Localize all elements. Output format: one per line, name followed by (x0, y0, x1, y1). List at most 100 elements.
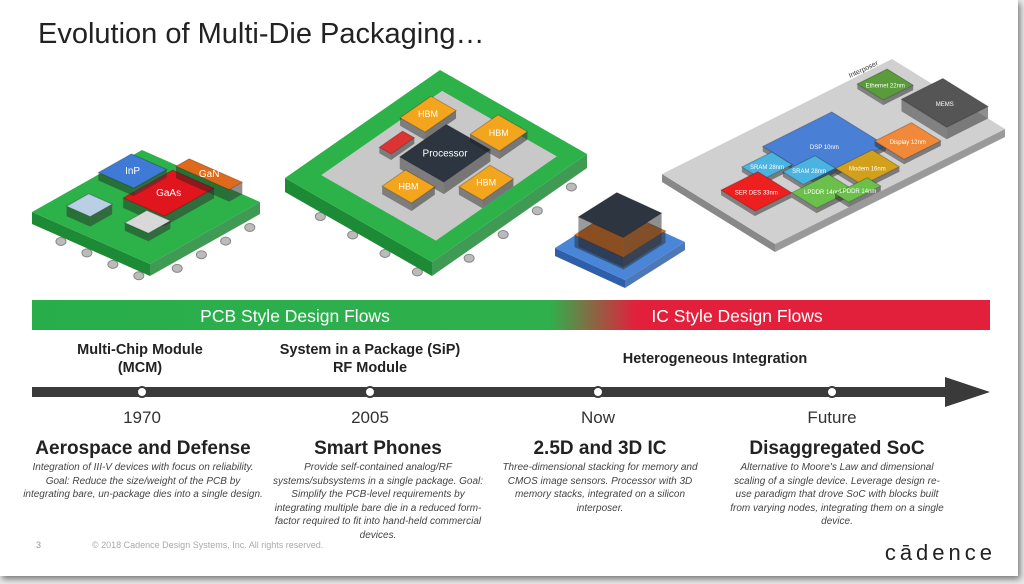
year-2005: 2005 (351, 408, 389, 427)
copyright: © 2018 Cadence Design Systems, Inc. All … (92, 540, 324, 550)
ic-flow-label: IC Style Design Flows (651, 306, 823, 326)
section-desc-25d3dic: Three-dimensional stacking for memory an… (502, 462, 698, 514)
chip-ser-des-33nm-side (754, 192, 792, 217)
chip-hbm-side (458, 186, 483, 209)
chip-lpddr-14nm-label: LPDDR 14nm (839, 189, 876, 195)
stack-top-die-side (578, 216, 624, 268)
chip-mems-side (946, 106, 989, 140)
solder-ball (497, 229, 509, 239)
capacitor-side (379, 147, 392, 160)
chip-dsp-10nm-label: DSP 10nm (810, 145, 839, 151)
solder-ball (379, 248, 391, 258)
chip-gan-side (229, 182, 243, 202)
solder-ball (81, 248, 93, 258)
section-title-25d3dic: 2.5D and 3D IC (533, 438, 667, 459)
stack-top-die-side (623, 213, 662, 268)
solder-ball (55, 236, 67, 246)
capacitor-side (148, 220, 171, 242)
timeline-dot-now (592, 386, 604, 398)
era-mcm: Multi-Chip Module (MCM) (77, 342, 203, 376)
capacitor (65, 193, 114, 218)
chip-hbm-label: HBM (476, 178, 496, 188)
chip-gaas-label: GaAs (156, 188, 181, 199)
chip-mems-label: MEMS (936, 102, 954, 108)
stack-layer-side (574, 235, 624, 270)
solder-ball (463, 253, 475, 263)
chip-display-12nm-side (904, 140, 941, 165)
solder-ball (347, 230, 359, 240)
capacitor-side (391, 137, 415, 160)
chip-hbm (381, 169, 436, 204)
page-number: 3 (36, 540, 42, 550)
board-edge (775, 129, 1005, 252)
chip-inp-side (98, 172, 134, 197)
chip-sram-28nm-label: SRAM 28nm (750, 165, 784, 171)
chip-gan-label: GaN (199, 169, 220, 180)
chip-modem-16nm-label: Modem 16nm (849, 167, 886, 173)
board-edge (555, 248, 625, 288)
chip-ethernet-22nm (856, 68, 915, 101)
chip-hbm-label: HBM (398, 182, 418, 192)
slide-title: Evolution of Multi-Die Packaging… (38, 18, 485, 50)
chip-ethernet-22nm-side (857, 84, 884, 106)
section-desc-smartphones: Provide self-contained analog/RF systems… (272, 462, 484, 541)
solder-ball (133, 271, 145, 281)
board-edge (625, 242, 685, 288)
chip-lpddr-14nm (834, 177, 882, 203)
chip-inp (97, 153, 168, 189)
chip-gan (174, 158, 244, 191)
chip-display-12nm-label: Display 12nm (890, 140, 926, 146)
chip-sram-28nm-label: SRAM 28nm (792, 169, 826, 175)
year-future: Future (807, 408, 857, 427)
design-flow-band (32, 300, 990, 330)
board-edge (32, 212, 150, 276)
section-desc-disaggregated-soc: Alternative to Moore's Law and dimension… (730, 462, 944, 527)
timeline-dot-1970 (136, 386, 148, 398)
section-desc-aerospace: Integration of III-V devices with focus … (23, 462, 263, 500)
timeline-arrowhead (945, 377, 990, 407)
chip-hbm-label: HBM (418, 109, 438, 119)
board-edge (285, 178, 432, 276)
year-now: Now (580, 408, 616, 427)
chip-ser-des-33nm-side (721, 190, 755, 217)
chip-lpddr-14nm-side (835, 193, 849, 208)
chip-inp-side (133, 169, 167, 197)
chip-processor-side (399, 156, 444, 195)
solder-ball (171, 263, 183, 273)
solder-ball (314, 211, 326, 221)
chip-sram-28nm-side (782, 171, 804, 190)
chip-hbm-side (499, 131, 528, 160)
solder-ball (195, 250, 207, 260)
solder-ball (107, 259, 119, 269)
chip-ethernet-22nm-side (883, 85, 914, 106)
board-edge (662, 174, 775, 252)
pcb-flow-label: PCB Style Design Flows (200, 306, 390, 326)
chip-processor-side (443, 149, 491, 195)
solder-ball (531, 206, 543, 216)
solder-ball (565, 182, 577, 192)
chip-hbm-label: HBM (489, 128, 509, 138)
cadence-logo: cādence (885, 540, 996, 566)
solder-ball (411, 267, 423, 277)
capacitor (123, 209, 172, 234)
capacitor-side (124, 222, 149, 242)
chip-display-12nm (873, 122, 942, 160)
chip-processor-label: Processor (423, 148, 469, 159)
chip-hbm-side (382, 186, 412, 211)
section-title-smartphones: Smart Phones (314, 438, 442, 459)
timeline-dot-future (826, 386, 838, 398)
chip-hbm-side (400, 117, 426, 141)
section-title-disaggregated-soc: Disaggregated SoC (749, 438, 925, 459)
logo-text: cādence (884, 540, 996, 565)
solder-ball (220, 236, 232, 246)
year-1970: 1970 (123, 408, 161, 427)
chip-hbm-side (425, 110, 457, 141)
board-edge (432, 154, 587, 276)
chip-gan-side (176, 166, 230, 202)
board-edge (150, 202, 260, 276)
era-heterogeneous: Heterogeneous Integration (622, 351, 808, 367)
